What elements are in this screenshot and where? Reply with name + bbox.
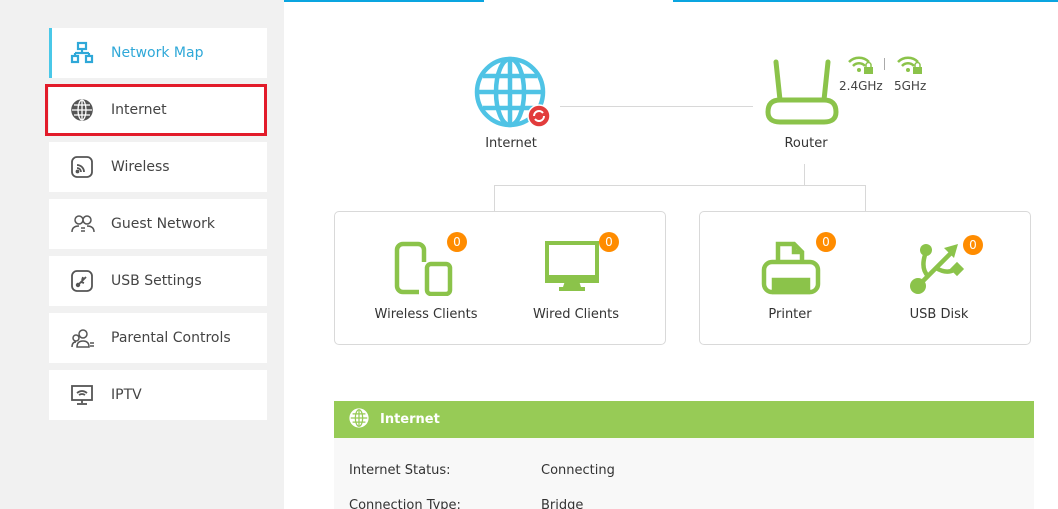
usb-icon: [908, 240, 966, 300]
count-badge: 0: [816, 232, 836, 252]
top-accent-line: [673, 0, 1058, 2]
network-map-icon: [70, 41, 94, 65]
connector-line: [865, 185, 866, 211]
band-5ghz-label: 5GHz: [894, 79, 927, 93]
sidebar-item-guest-network[interactable]: Guest Network: [49, 199, 267, 249]
parental-controls-icon: [70, 326, 94, 350]
panel-title: Internet: [380, 412, 440, 427]
guest-network-icon: [70, 212, 95, 236]
sidebar-item-label: Internet: [111, 102, 167, 118]
usb-settings-icon: [70, 269, 94, 293]
wireless-icon: [70, 155, 94, 179]
sidebar-item-label: IPTV: [111, 387, 142, 403]
count-badge: 0: [447, 232, 467, 252]
band-2-4ghz-label: 2.4GHz: [839, 79, 883, 93]
router-node[interactable]: [762, 58, 842, 128]
sidebar-item-network-map[interactable]: Network Map: [49, 28, 267, 78]
globe-icon: [70, 98, 94, 122]
sidebar-item-wireless[interactable]: Wireless: [49, 142, 267, 192]
sidebar-item-label: Parental Controls: [111, 330, 231, 346]
connector-line: [494, 185, 865, 186]
sidebar-item-usb-settings[interactable]: USB Settings: [49, 256, 267, 306]
info-value: Bridge: [541, 498, 584, 509]
connector-line: [494, 185, 495, 211]
device-label: Wired Clients: [532, 307, 620, 322]
sidebar-item-label: Guest Network: [111, 216, 216, 232]
info-value: Connecting: [541, 463, 615, 478]
printer-icon: [760, 240, 822, 302]
wifi-lock-icon[interactable]: [847, 55, 875, 79]
wifi-lock-icon[interactable]: [896, 55, 924, 79]
panel-header: Internet: [334, 401, 1034, 438]
usb-devices-card: [699, 211, 1031, 345]
highlight-box: [45, 84, 267, 136]
router-label: Router: [784, 136, 828, 151]
device-label: USB Disk: [909, 307, 969, 322]
info-key: Internet Status:: [349, 463, 451, 478]
monitor-icon: [545, 241, 599, 297]
sidebar-item-internet[interactable]: Internet: [49, 85, 267, 135]
sidebar-item-parental-controls[interactable]: Parental Controls: [49, 313, 267, 363]
internet-label: Internet: [485, 136, 537, 151]
band-divider: [884, 58, 885, 70]
sidebar-item-iptv[interactable]: IPTV: [49, 370, 267, 420]
count-badge: 0: [963, 235, 983, 255]
iptv-icon: [70, 383, 94, 407]
count-badge: 0: [599, 232, 619, 252]
wireless-clients-button[interactable]: 0 Wireless Clients: [375, 232, 477, 332]
router-icon: [762, 59, 842, 132]
info-key: Connection Type:: [349, 498, 461, 509]
sidebar-item-label: USB Settings: [111, 273, 202, 289]
connector-line: [560, 106, 753, 107]
internet-node[interactable]: [474, 56, 552, 128]
reconnecting-icon: [527, 104, 551, 132]
usb-disk-button[interactable]: 0 USB Disk: [908, 232, 988, 332]
printer-button[interactable]: 0 Printer: [760, 232, 840, 332]
device-label: Wireless Clients: [374, 307, 478, 322]
globe-icon: [348, 407, 370, 433]
device-label: Printer: [768, 307, 812, 322]
wireless-clients-icon: [394, 240, 454, 300]
sidebar: Network Map Internet Wireless: [0, 0, 284, 509]
sidebar-item-label: Wireless: [111, 159, 170, 175]
connector-line: [804, 164, 805, 185]
wired-clients-button[interactable]: 0 Wired Clients: [533, 232, 625, 332]
internet-info-panel: Internet Internet Status: Connecting Con…: [334, 401, 1034, 509]
globe-icon: [474, 56, 546, 132]
sidebar-item-label: Network Map: [111, 45, 204, 61]
